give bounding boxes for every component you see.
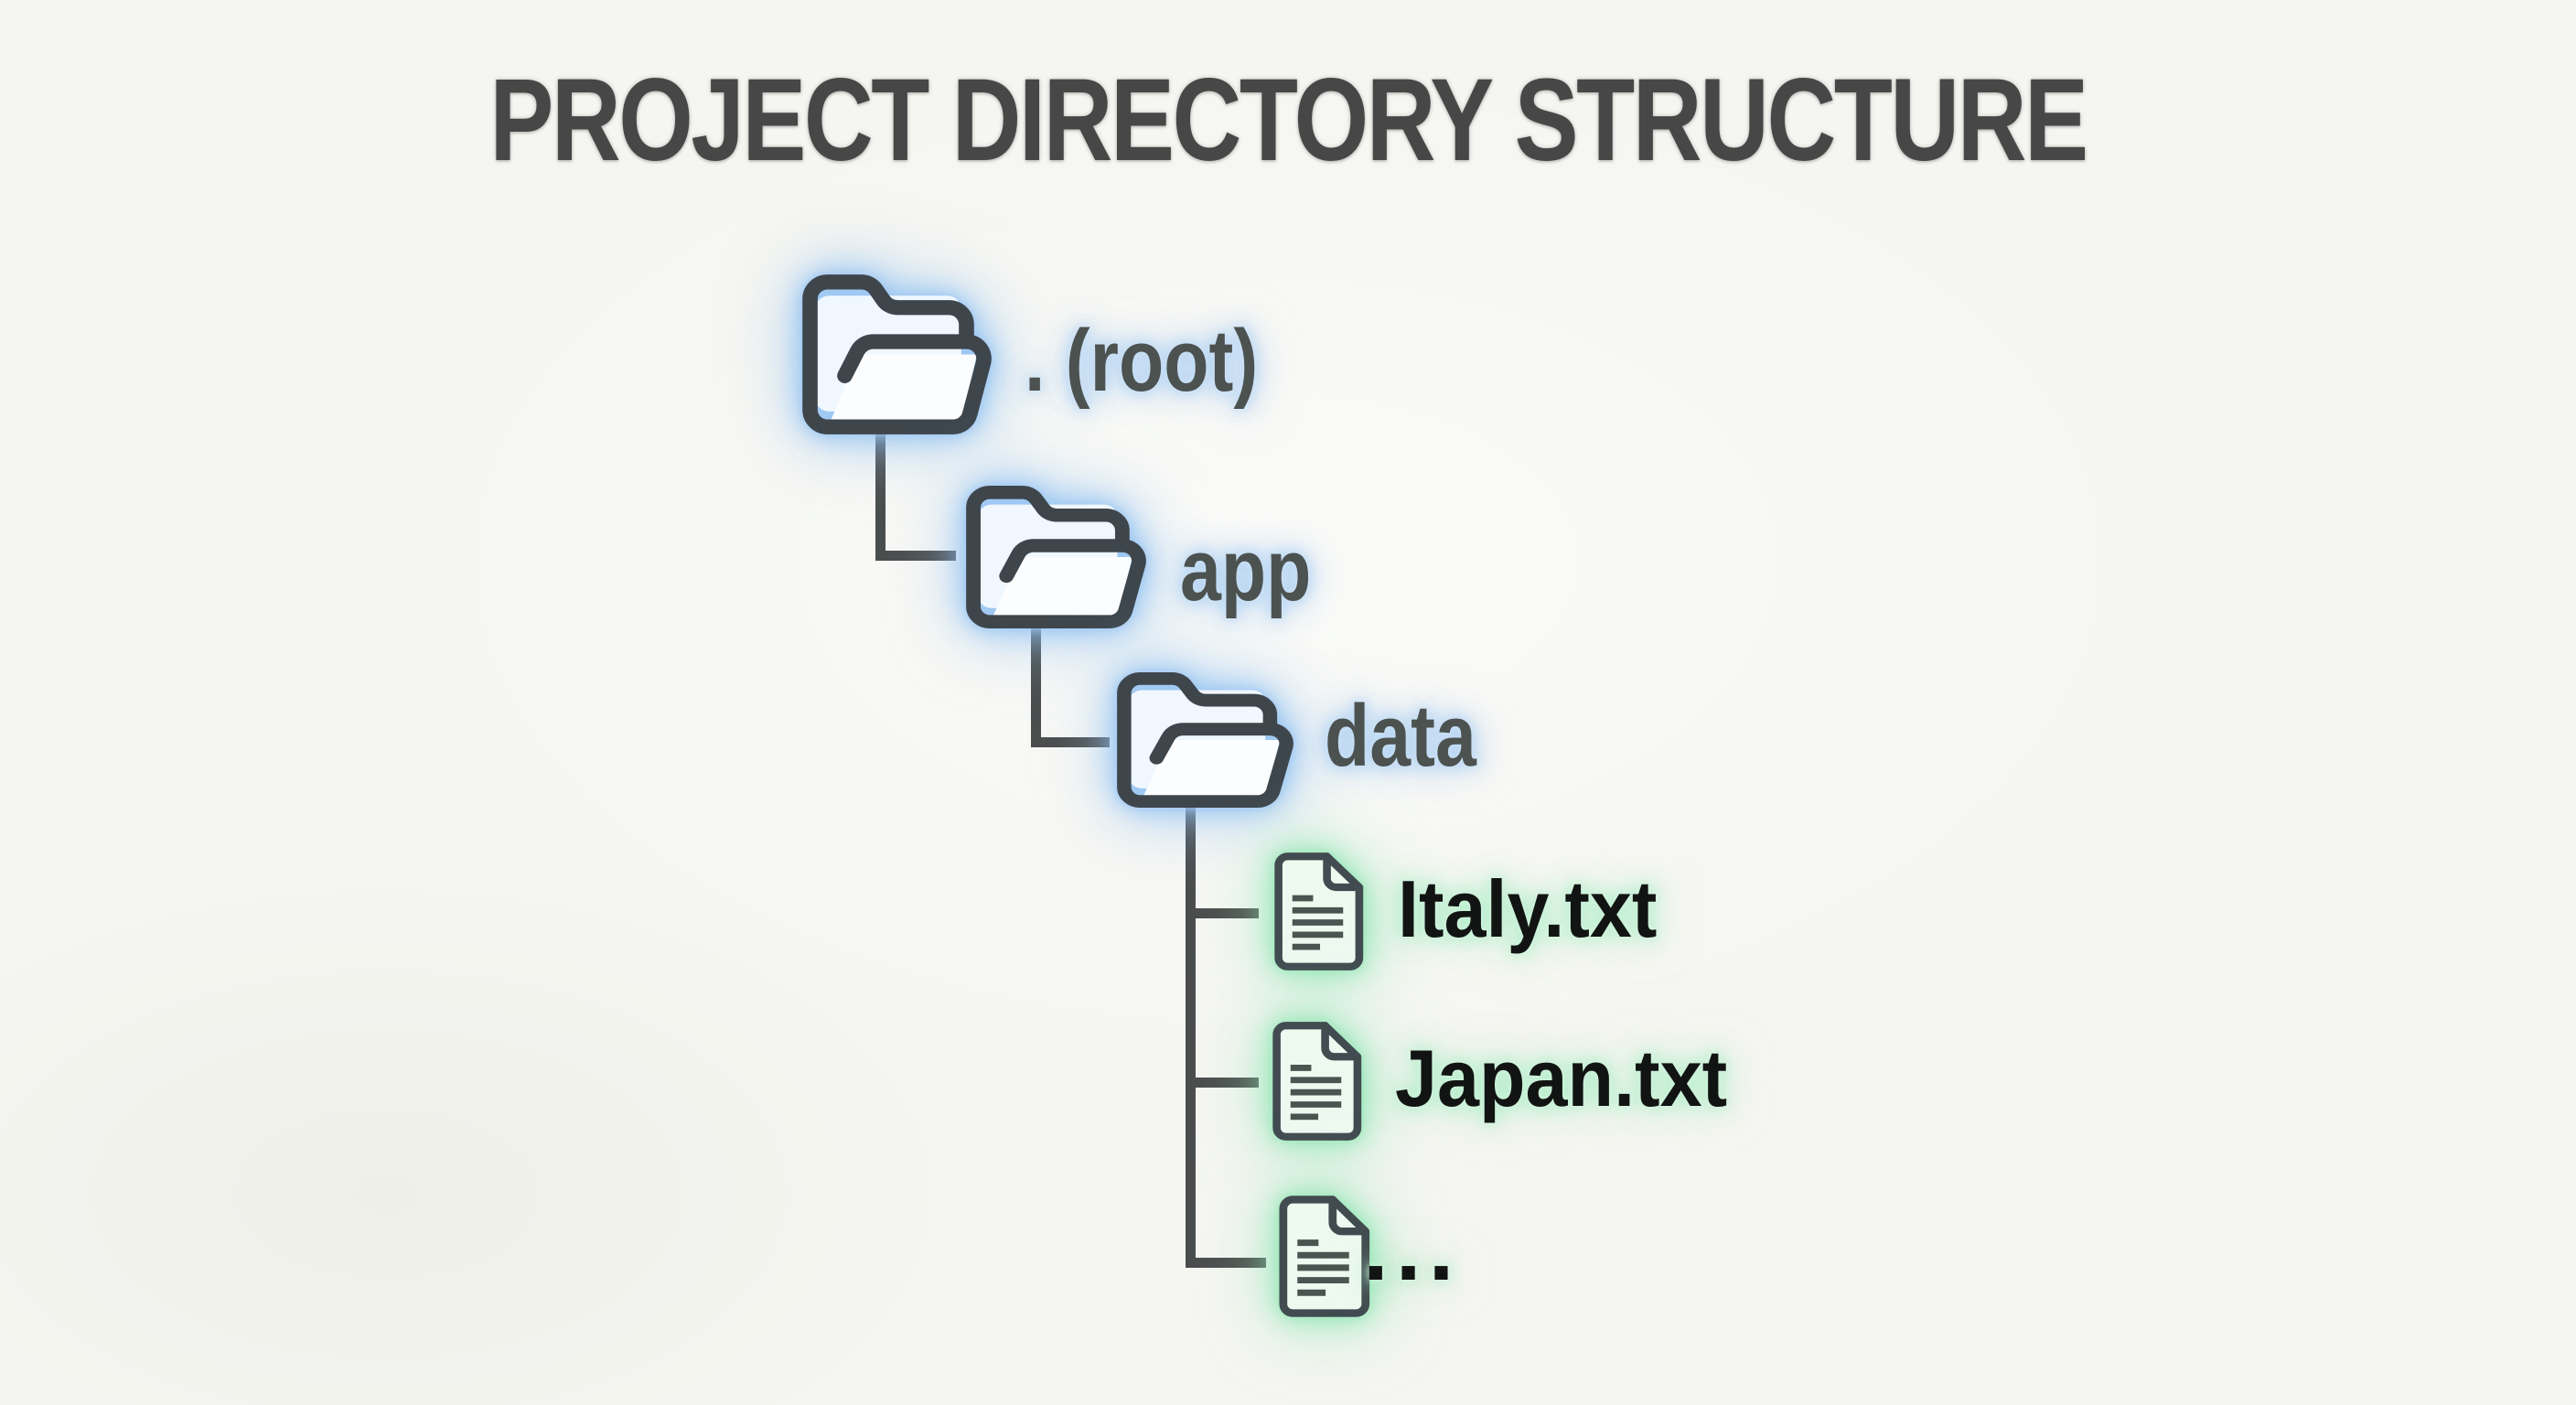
tree-node-root-label: . (root) <box>1025 312 1259 410</box>
folder-open-icon <box>965 485 1147 629</box>
folder-open-icon <box>801 273 993 435</box>
connector-app-vertical <box>1031 627 1041 747</box>
connector-italy-tee <box>1186 908 1259 918</box>
tree-node-italy-label: Italy.txt <box>1398 863 1658 954</box>
tree-node-app-label: app <box>1180 521 1312 619</box>
page-title: PROJECT DIRECTORY STRUCTURE <box>489 55 2088 186</box>
file-text-icon <box>1272 1193 1375 1320</box>
connector-root-app-elbow <box>875 551 956 561</box>
connector-japan-tee <box>1186 1078 1259 1088</box>
connector-root-vertical <box>875 434 886 561</box>
connector-data-vertical <box>1186 807 1196 1268</box>
file-text-icon <box>1267 850 1368 973</box>
folder-open-icon <box>1116 671 1294 809</box>
connector-app-data-elbow <box>1031 737 1110 747</box>
file-text-icon <box>1265 1019 1367 1143</box>
tree-node-more-label: ... <box>1363 1197 1462 1300</box>
connector-more-elbow <box>1186 1258 1266 1268</box>
tree-node-japan-label: Japan.txt <box>1395 1033 1728 1123</box>
tree-node-data-label: data <box>1325 687 1476 785</box>
